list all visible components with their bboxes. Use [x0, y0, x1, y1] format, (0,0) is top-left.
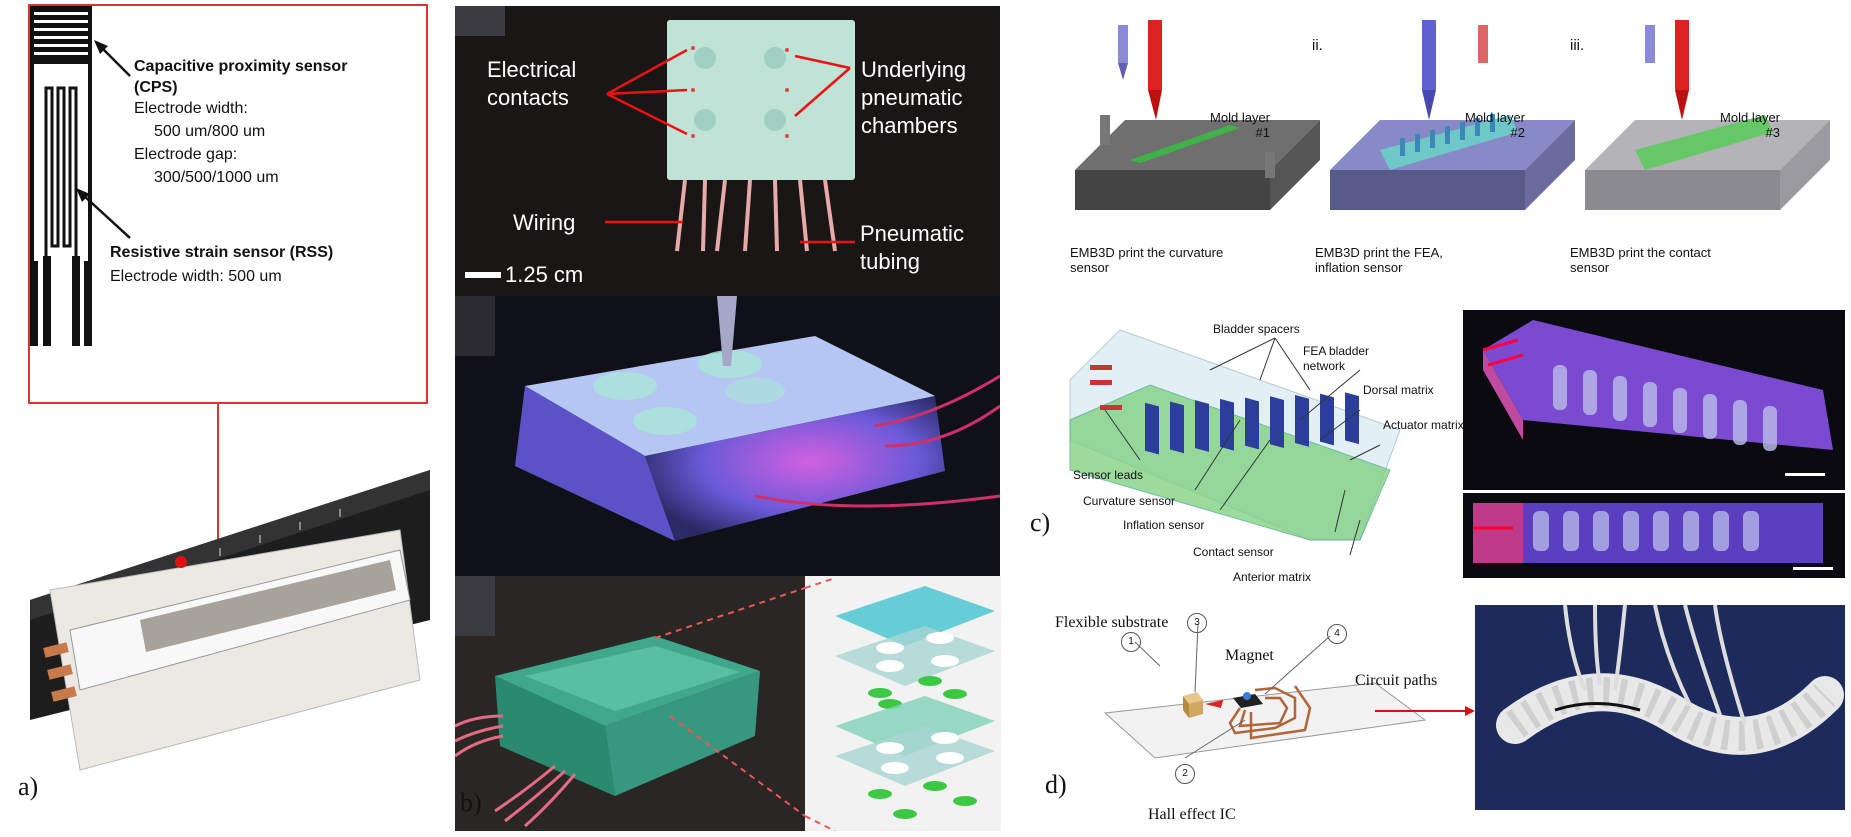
cps-width-label: Electrode width:: [134, 100, 248, 117]
callout-4: 4: [1327, 624, 1347, 644]
mold-layer-2-label: Mold layer #2: [1465, 110, 1525, 140]
actuator-schematic: [1069, 329, 1401, 556]
bladder-spacers-label: Bladder spacers: [1213, 322, 1300, 336]
electrical-contacts-label: Electrical contacts: [487, 57, 577, 110]
step-2-numeral: ii.: [1312, 37, 1323, 54]
printing-uv-photo: [455, 296, 1000, 576]
step-3-numeral: iii.: [1570, 37, 1585, 54]
soft-actuator-top-photo: Electrical contacts Underlying pneumatic…: [455, 6, 1000, 296]
actuator-uv-photo-side: [1463, 493, 1845, 578]
dorsal-matrix-label: Dorsal matrix: [1363, 383, 1434, 397]
mold-steps-illustration: [1075, 20, 1830, 210]
wiring-label: Wiring: [513, 210, 576, 235]
sensor-zoom-box: Capacitive proximity sensor (CPS) Electr…: [28, 4, 428, 404]
cps-gap-label: Electrode gap:: [134, 146, 238, 163]
callout-1: 1: [1121, 632, 1141, 652]
circuit-paths-label: Circuit paths: [1355, 672, 1438, 689]
actuator-uv-photo-iso: [1463, 310, 1845, 490]
flexible-substrate-label: Flexible substrate: [1055, 614, 1169, 631]
fea-bladder-label: FEA bladder network: [1303, 344, 1370, 373]
electrode-pattern: [30, 6, 131, 346]
actuator-pad: [667, 20, 855, 180]
pneumatic-tubing-label: Pneumatic tubing: [860, 221, 964, 274]
encapsulated-actuator-photo: [455, 576, 805, 831]
magnet-label: Magnet: [1225, 647, 1274, 664]
sensor-leads-label: Sensor leads: [1073, 468, 1144, 482]
rss-title: Resistive strain sensor (RSS): [110, 244, 334, 261]
curvature-sensor-label: Curvature sensor: [1083, 494, 1176, 508]
panel-c-letter: c): [1030, 508, 1051, 537]
step-3-caption: EMB3D print the contact sensor: [1570, 245, 1711, 275]
anterior-matrix-label: Anterior matrix: [1233, 570, 1312, 584]
mold-layer-1-label: Mold layer #1: [1210, 110, 1270, 140]
pneumatic-chambers-label: Underlying pneumatic chambers: [861, 57, 967, 138]
step-2-caption: EMB3D print the FEA, inflation sensor: [1315, 245, 1443, 275]
sensor-photo: [30, 470, 430, 771]
hall-ic-label: Hall effect IC: [1148, 806, 1236, 823]
callout-3: 3: [1187, 613, 1207, 633]
panel-d-letter: d): [1045, 770, 1067, 799]
step-1-caption: EMB3D print the curvature sensor: [1070, 245, 1224, 275]
wearable-sensor-photo: [1475, 605, 1845, 810]
panel-a-letter: a): [18, 772, 39, 801]
exploded-layer-view: [805, 576, 1001, 831]
scale-bar-label: 1.25 cm: [505, 262, 584, 287]
hall-sensor-diagram: [1103, 623, 1475, 759]
actuator-matrix-label: Actuator matrix: [1383, 418, 1464, 432]
mold-layer-3-label: Mold layer #3: [1720, 110, 1780, 140]
zoom-connector-line: [217, 404, 219, 666]
callout-2: 2: [1175, 764, 1195, 784]
cps-title: Capacitive proximity sensor (CPS): [134, 58, 348, 96]
contact-sensor-label: Contact sensor: [1193, 545, 1274, 559]
panel-b-letter: b): [460, 788, 482, 817]
inflation-sensor-label: Inflation sensor: [1123, 518, 1205, 532]
rss-width: Electrode width: 500 um: [110, 268, 282, 285]
cps-gap-value: 300/500/1000 um: [154, 169, 279, 186]
cps-width-value: 500 um/800 um: [154, 123, 266, 140]
